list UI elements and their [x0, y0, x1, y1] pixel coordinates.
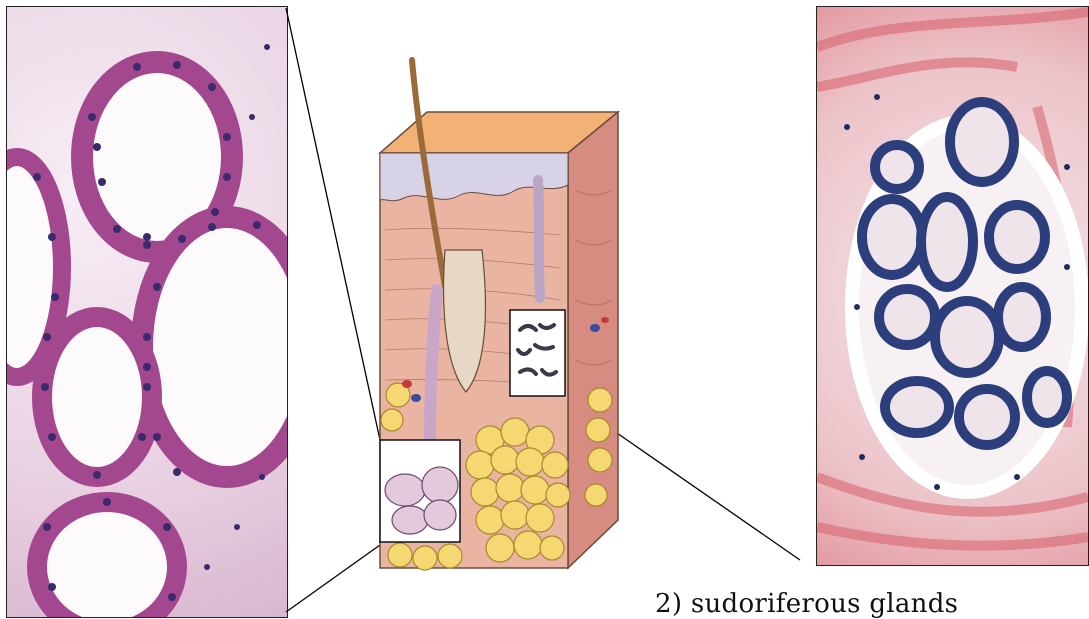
- duct-ring: [7, 157, 62, 377]
- duct-ring: [37, 502, 177, 617]
- leader-line-top-left: [286, 8, 380, 440]
- epidermis-layer: [380, 153, 568, 201]
- leader-line-bottom-left: [286, 545, 380, 612]
- blood-vessel: [601, 317, 609, 323]
- duct-ring: [142, 217, 287, 477]
- blood-vessel: [590, 324, 600, 332]
- sudoriferous-glands-label: 2) sudoriferous glands: [655, 589, 958, 619]
- block-front-face: [380, 153, 568, 568]
- epidermis-top-surface: [380, 112, 618, 153]
- left-micrograph-image: [7, 7, 287, 617]
- dermis-texture: [385, 190, 612, 385]
- leader-line-right: [565, 397, 800, 560]
- blood-vessel: [411, 394, 421, 402]
- left-micrograph-panel: [6, 6, 288, 618]
- blood-vessel: [402, 380, 412, 388]
- sebaceous-gland-inset: [380, 440, 460, 542]
- sweat-duct: [538, 180, 540, 298]
- right-micrograph-panel: [816, 6, 1089, 566]
- adipose-tissue: [381, 383, 612, 570]
- sweat-gland-coil: [518, 325, 556, 375]
- block-right-face: [568, 112, 618, 568]
- hair-follicle: [444, 250, 486, 392]
- sebaceous-gland-lobes: [385, 467, 458, 534]
- right-micrograph-image: [817, 7, 1088, 565]
- hair-shaft: [412, 60, 462, 380]
- sebaceous-duct: [430, 290, 437, 440]
- sweat-gland-inset: [510, 310, 565, 396]
